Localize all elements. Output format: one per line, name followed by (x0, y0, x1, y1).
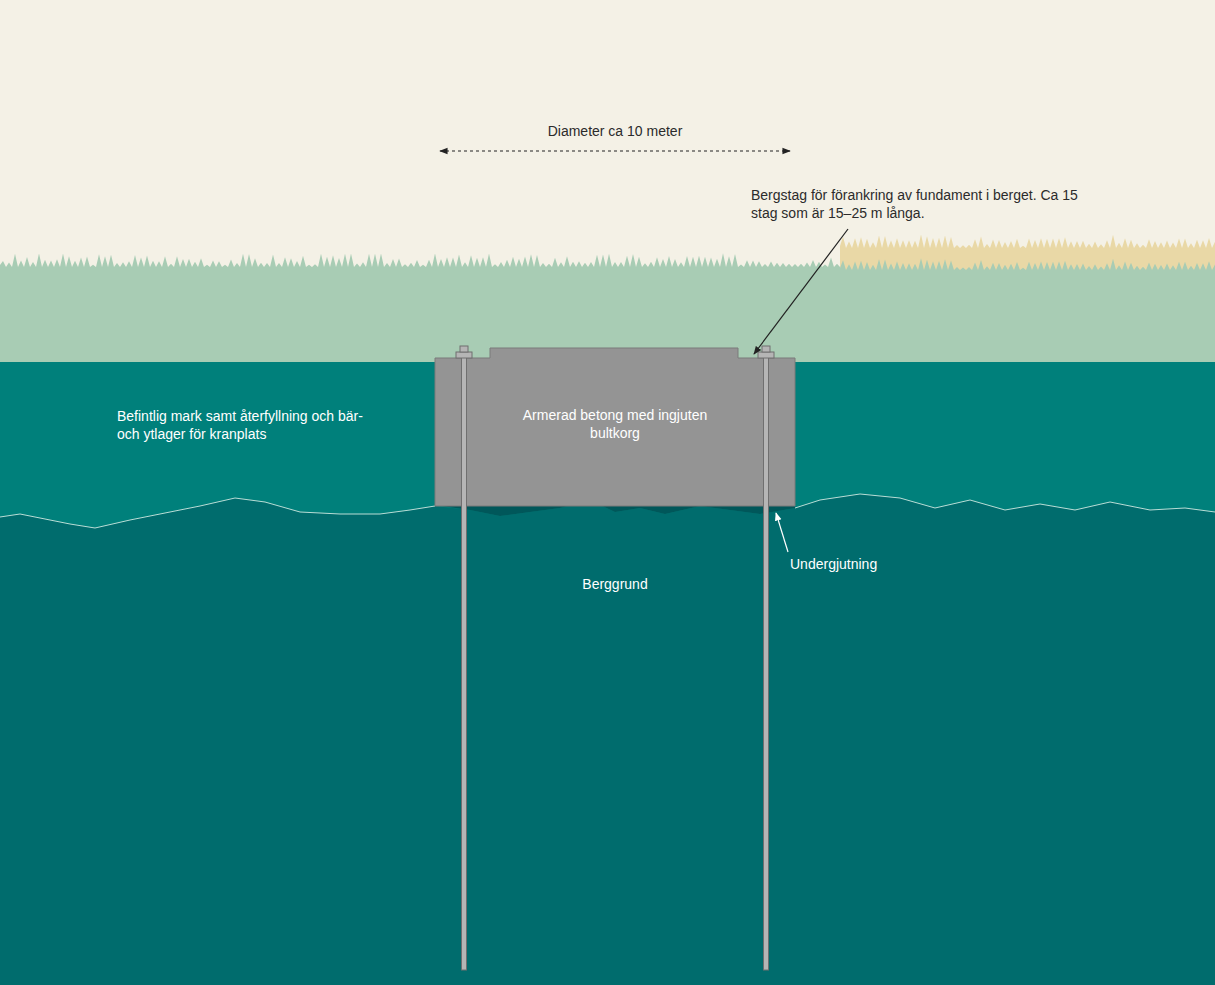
tree-line (840, 258, 1215, 363)
rock-anchor (456, 346, 472, 970)
layer-label: Berggrund (540, 575, 690, 593)
rock-anchor (758, 346, 774, 970)
dimension-text: Diameter ca 10 meter (520, 122, 710, 140)
foundation-block: Armerad betong med ingjuten bultkorg (435, 358, 795, 506)
concrete-foundation (435, 348, 795, 506)
forest-silhouette (0, 234, 1215, 363)
callout-text: Undergjutning (790, 555, 920, 573)
block-label: Armerad betong med ingjuten bultkorg (515, 406, 715, 442)
dimension-line (440, 150, 790, 151)
leader-line (754, 229, 848, 354)
layer-label: Befintlig mark samt återfyllning och bär… (117, 407, 367, 443)
leader-line (776, 513, 788, 552)
callout-text: Bergstag för förankring av fundament i b… (751, 186, 1101, 222)
bedrock (0, 494, 1215, 985)
tree-line (0, 253, 1215, 363)
